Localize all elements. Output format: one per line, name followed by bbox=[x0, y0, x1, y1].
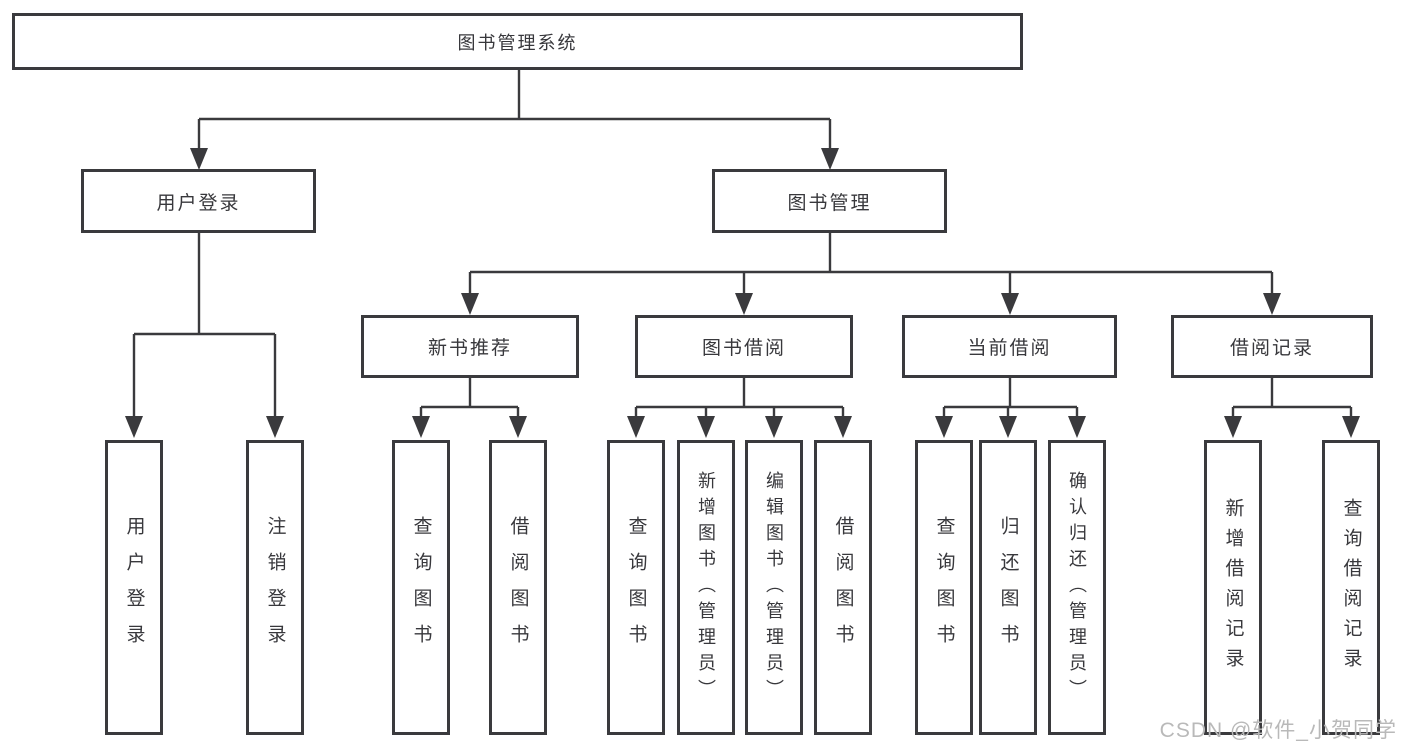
node-current-borrowing: 当前借阅 bbox=[902, 315, 1117, 378]
leaf-cb-query-books: 查询图书 bbox=[915, 440, 973, 735]
node-book-borrowing: 图书借阅 bbox=[635, 315, 853, 378]
leaf-bb-edit-books-admin: 编辑图书（管理员） bbox=[745, 440, 803, 735]
leaf-bb-add-books-admin: 新增图书（管理员） bbox=[677, 440, 735, 735]
leaf-nb-borrow-books: 借阅图书 bbox=[489, 440, 547, 735]
leaf-logout-login: 注销登录 bbox=[246, 440, 304, 735]
connector-wires bbox=[132, 70, 1353, 420]
leaf-user-login: 用户登录 bbox=[105, 440, 163, 735]
leaf-bb-borrow-books: 借阅图书 bbox=[814, 440, 872, 735]
node-book-management: 图书管理 bbox=[712, 169, 947, 233]
leaf-cb-confirm-return-admin: 确认归还（管理员） bbox=[1048, 440, 1106, 735]
arrowheads bbox=[125, 148, 1360, 438]
leaf-br-add-borrow-record: 新增借阅记录 bbox=[1204, 440, 1262, 735]
node-user-login: 用户登录 bbox=[81, 169, 316, 233]
node-new-book-recommendation: 新书推荐 bbox=[361, 315, 579, 378]
leaf-br-query-borrow-record: 查询借阅记录 bbox=[1322, 440, 1380, 735]
leaf-bb-query-books: 查询图书 bbox=[607, 440, 665, 735]
leaf-nb-query-books: 查询图书 bbox=[392, 440, 450, 735]
node-root: 图书管理系统 bbox=[12, 13, 1023, 70]
node-borrowing-records: 借阅记录 bbox=[1171, 315, 1373, 378]
leaf-cb-return-books: 归还图书 bbox=[979, 440, 1037, 735]
